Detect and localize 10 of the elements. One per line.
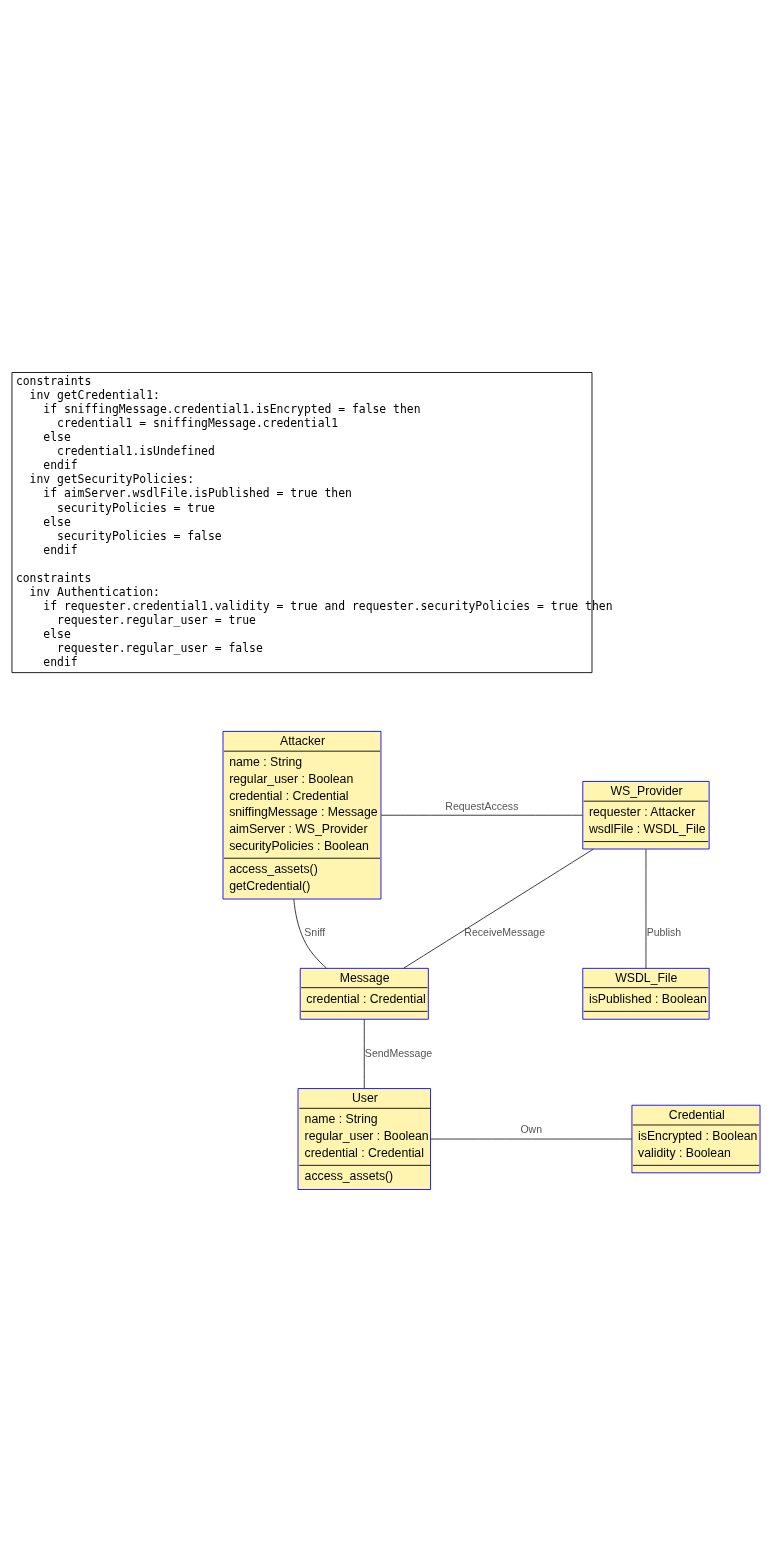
connector (293, 898, 328, 969)
edge-label: SendMessage (364, 1046, 433, 1059)
connector (363, 1018, 365, 1089)
edge-label: Sniff (304, 926, 326, 939)
connector (380, 814, 583, 816)
edge-label: Own (520, 1123, 543, 1136)
edge-label: RequestAccess (445, 799, 519, 812)
edge-label: ReceiveMessage (464, 926, 546, 939)
connector (403, 848, 594, 969)
edge-label: Publish (646, 926, 682, 939)
